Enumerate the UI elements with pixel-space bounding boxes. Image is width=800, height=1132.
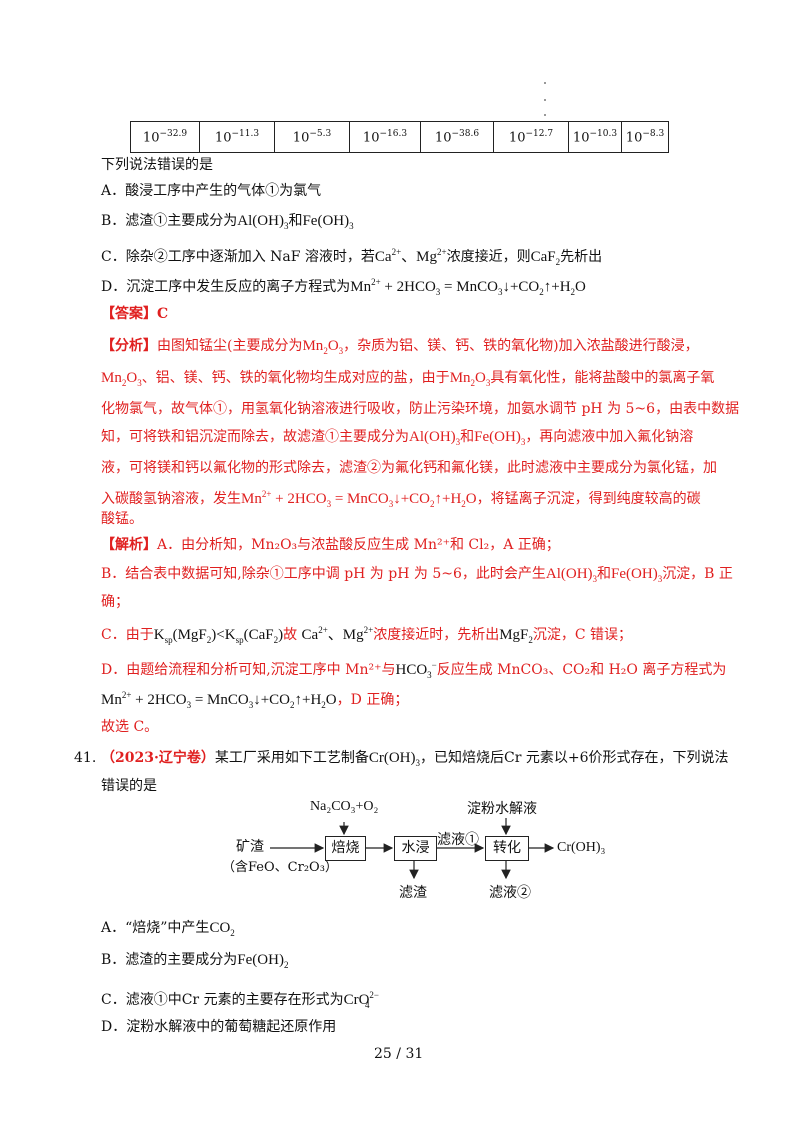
residue-label: 滤渣 (399, 885, 427, 901)
question-stem: 下列说法错误的是 (101, 157, 213, 173)
page-separator: / (396, 1046, 401, 1062)
filtrate-1-label: 滤液① (437, 832, 479, 848)
analysis-line: 知，可将铁和铝沉淀而除去，故滤渣①主要成分为Al(OH)3和Fe(OH)3，再向… (101, 429, 694, 447)
page-number: 25 (374, 1046, 392, 1062)
analysis-line: 液，可将镁和钙以氟化物的形式除去，滤渣②为氟化钙和氟化镁，此时滤液中主要成分为氯… (101, 460, 717, 476)
answer: 【答案】C (101, 306, 169, 322)
table-row: 10−32.9 10−11.3 10−5.3 10−16.3 10−38.6 1… (130, 121, 669, 153)
analysis-line: Mn2O3、铝、镁、钙、铁的氧化物均生成对应的盐，由于Mn2O3具有氧化性，能将… (101, 370, 715, 388)
table-cell: 10−32.9 (130, 121, 200, 153)
analysis-line: 化物氯气，故气体①，用氢氧化钠溶液进行吸收，防止污染环境，加氨水调节 pH 为 … (101, 401, 740, 417)
table-cell: 10−11.3 (199, 121, 275, 153)
option-a: A．酸浸工序中产生的气体①为氯气 (101, 183, 322, 199)
scan-mark (544, 114, 546, 116)
reagent-label: 淀粉水解液 (467, 801, 537, 817)
question-stem: （2023·辽宁卷）某工厂采用如下工艺制备Cr(OH)3，已知焙烧后Cr 元素以… (101, 750, 729, 768)
question-number: 41. (74, 750, 97, 766)
feed-composition: （含FeO、Cr₂O₃） (222, 860, 338, 875)
explanation-line: 确； (101, 594, 129, 610)
roasting-box: 焙烧 (325, 836, 366, 861)
ksp-table: 10−32.9 10−11.3 10−5.3 10−16.3 10−38.6 1… (130, 121, 669, 153)
water-leach-box: 水浸 (394, 836, 437, 861)
page-footer: 25 / 31 (374, 1046, 423, 1062)
filtrate-2-label: 滤液② (489, 885, 531, 901)
explanation-line: C．由于Ksp(MgF2)<Ksp(CaF2)故 Ca2+、Mg2+浓度接近时，… (101, 625, 633, 645)
table-cell: 10−12.7 (493, 121, 569, 153)
analysis-line: 入碳酸氢钠溶液，发生Mn2+ + 2HCO3 = MnCO3↓+CO2↑+H2O… (101, 489, 701, 509)
scan-mark (544, 82, 546, 84)
product-label: Cr(OH)₃ (557, 840, 606, 855)
table-cell: 10−38.6 (420, 121, 494, 153)
explanation-line: 【解析】A．由分析知，Mn₂O₃与浓盐酸反应生成 Mn²⁺和 Cl₂，A 正确； (101, 537, 560, 553)
option-c: C．除杂②工序中逐渐加入 NaF 溶液时，若Ca2+、Mg2+浓度接近，则CaF… (101, 247, 603, 267)
explanation-line: Mn2+ + 2HCO3 = MnCO3↓+CO2↑+H2O，D 正确； (101, 690, 409, 710)
option-d: D．沉淀工序中发生反应的离子方程式为Mn2+ + 2HCO3 = MnCO3↓+… (101, 277, 586, 297)
conclusion: 故选 C。 (101, 719, 159, 735)
analysis-line: 【分析】由图知锰尘(主要成分为Mn2O3，杂质为铝、镁、钙、铁的氧化物)加入浓盐… (101, 338, 699, 356)
table-cell: 10−8.3 (621, 121, 669, 153)
analysis-line: 酸锰。 (101, 511, 143, 527)
option-b: B．滤渣的主要成分为Fe(OH)2 (101, 952, 289, 970)
scan-mark (544, 99, 546, 101)
option-a: A．“焙烧”中产生CO2 (101, 920, 235, 938)
option-c: C．滤液①中Cr 元素的主要存在形式为CrO2−4 (101, 990, 379, 1010)
option-b: B．滤渣①主要成分为Al(OH)3和Fe(OH)3 (101, 213, 354, 231)
explanation-line: D．由题给流程和分析可知,沉淀工序中 Mn²⁺与HCO3−反应生成 MnCO₃、… (101, 660, 727, 680)
feed-label: 矿渣 (236, 839, 264, 855)
page-total: 31 (405, 1046, 424, 1062)
table-cell: 10−10.3 (568, 121, 622, 153)
table-cell: 10−16.3 (349, 121, 421, 153)
reagent-label: Na₂CO₃+O₂ (310, 799, 379, 814)
table-cell: 10−5.3 (274, 121, 350, 153)
conversion-box: 转化 (485, 836, 529, 861)
question-stem: 错误的是 (101, 778, 157, 794)
explanation-line: B．结合表中数据可知,除杂①工序中调 pH 为 pH 为 5~6，此时会产生Al… (101, 566, 733, 584)
option-d: D．淀粉水解液中的葡萄糖起还原作用 (101, 1019, 337, 1035)
